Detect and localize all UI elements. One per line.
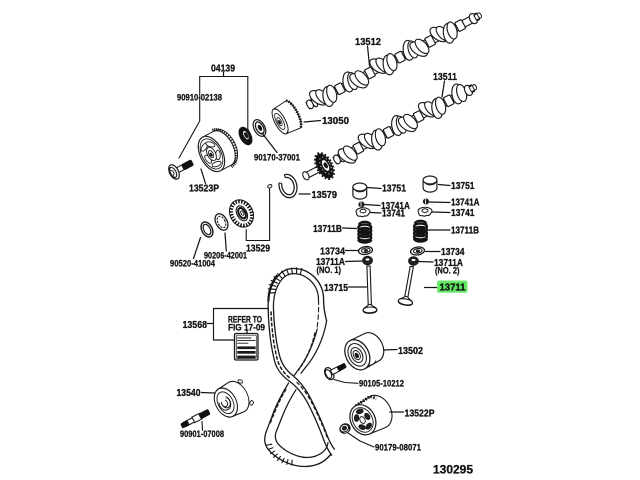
svg-text:130295: 130295 [433, 465, 474, 477]
svg-text:90179-08071: 90179-08071 [375, 443, 422, 454]
svg-text:13568: 13568 [183, 320, 208, 331]
svg-text:13741A: 13741A [381, 201, 410, 212]
svg-text:90901-07008: 90901-07008 [180, 429, 225, 440]
svg-text:13751: 13751 [451, 181, 475, 192]
svg-text:13711B: 13711B [451, 226, 479, 237]
svg-text:90206-42001: 90206-42001 [204, 251, 247, 262]
svg-text:13522P: 13522P [405, 409, 435, 420]
svg-text:13523P: 13523P [189, 184, 219, 195]
svg-text:13741: 13741 [382, 209, 405, 220]
svg-text:13741: 13741 [451, 208, 475, 219]
svg-text:13579: 13579 [312, 190, 338, 201]
svg-text:04139: 04139 [211, 64, 235, 75]
svg-text:90910-02138: 90910-02138 [177, 93, 223, 104]
svg-text:90170-37001: 90170-37001 [254, 153, 301, 164]
svg-text:13741A: 13741A [451, 198, 480, 209]
svg-text:FIG 17-09: FIG 17-09 [228, 323, 265, 333]
svg-text:13711: 13711 [440, 283, 466, 294]
svg-text:13540: 13540 [177, 388, 201, 399]
svg-text:13751: 13751 [382, 184, 406, 195]
svg-text:13502: 13502 [398, 346, 423, 357]
svg-text:13711A: 13711A [316, 257, 345, 268]
svg-text:13715: 13715 [324, 283, 348, 294]
svg-text:13734: 13734 [320, 247, 345, 258]
svg-text:90105-10212: 90105-10212 [359, 379, 404, 390]
svg-text:13050: 13050 [322, 116, 349, 127]
svg-text:13511: 13511 [433, 72, 457, 83]
svg-text:13711B: 13711B [313, 224, 342, 235]
svg-text:13734: 13734 [441, 247, 465, 258]
svg-text:13512: 13512 [355, 37, 381, 48]
svg-text:(NO. 1): (NO. 1) [317, 265, 342, 275]
svg-text:13711A: 13711A [434, 258, 463, 269]
svg-text:13529: 13529 [246, 244, 270, 255]
svg-text:REFER TO: REFER TO [228, 315, 262, 325]
svg-text:(NO. 2): (NO. 2) [435, 266, 460, 276]
svg-text:90520-41004: 90520-41004 [170, 259, 216, 270]
